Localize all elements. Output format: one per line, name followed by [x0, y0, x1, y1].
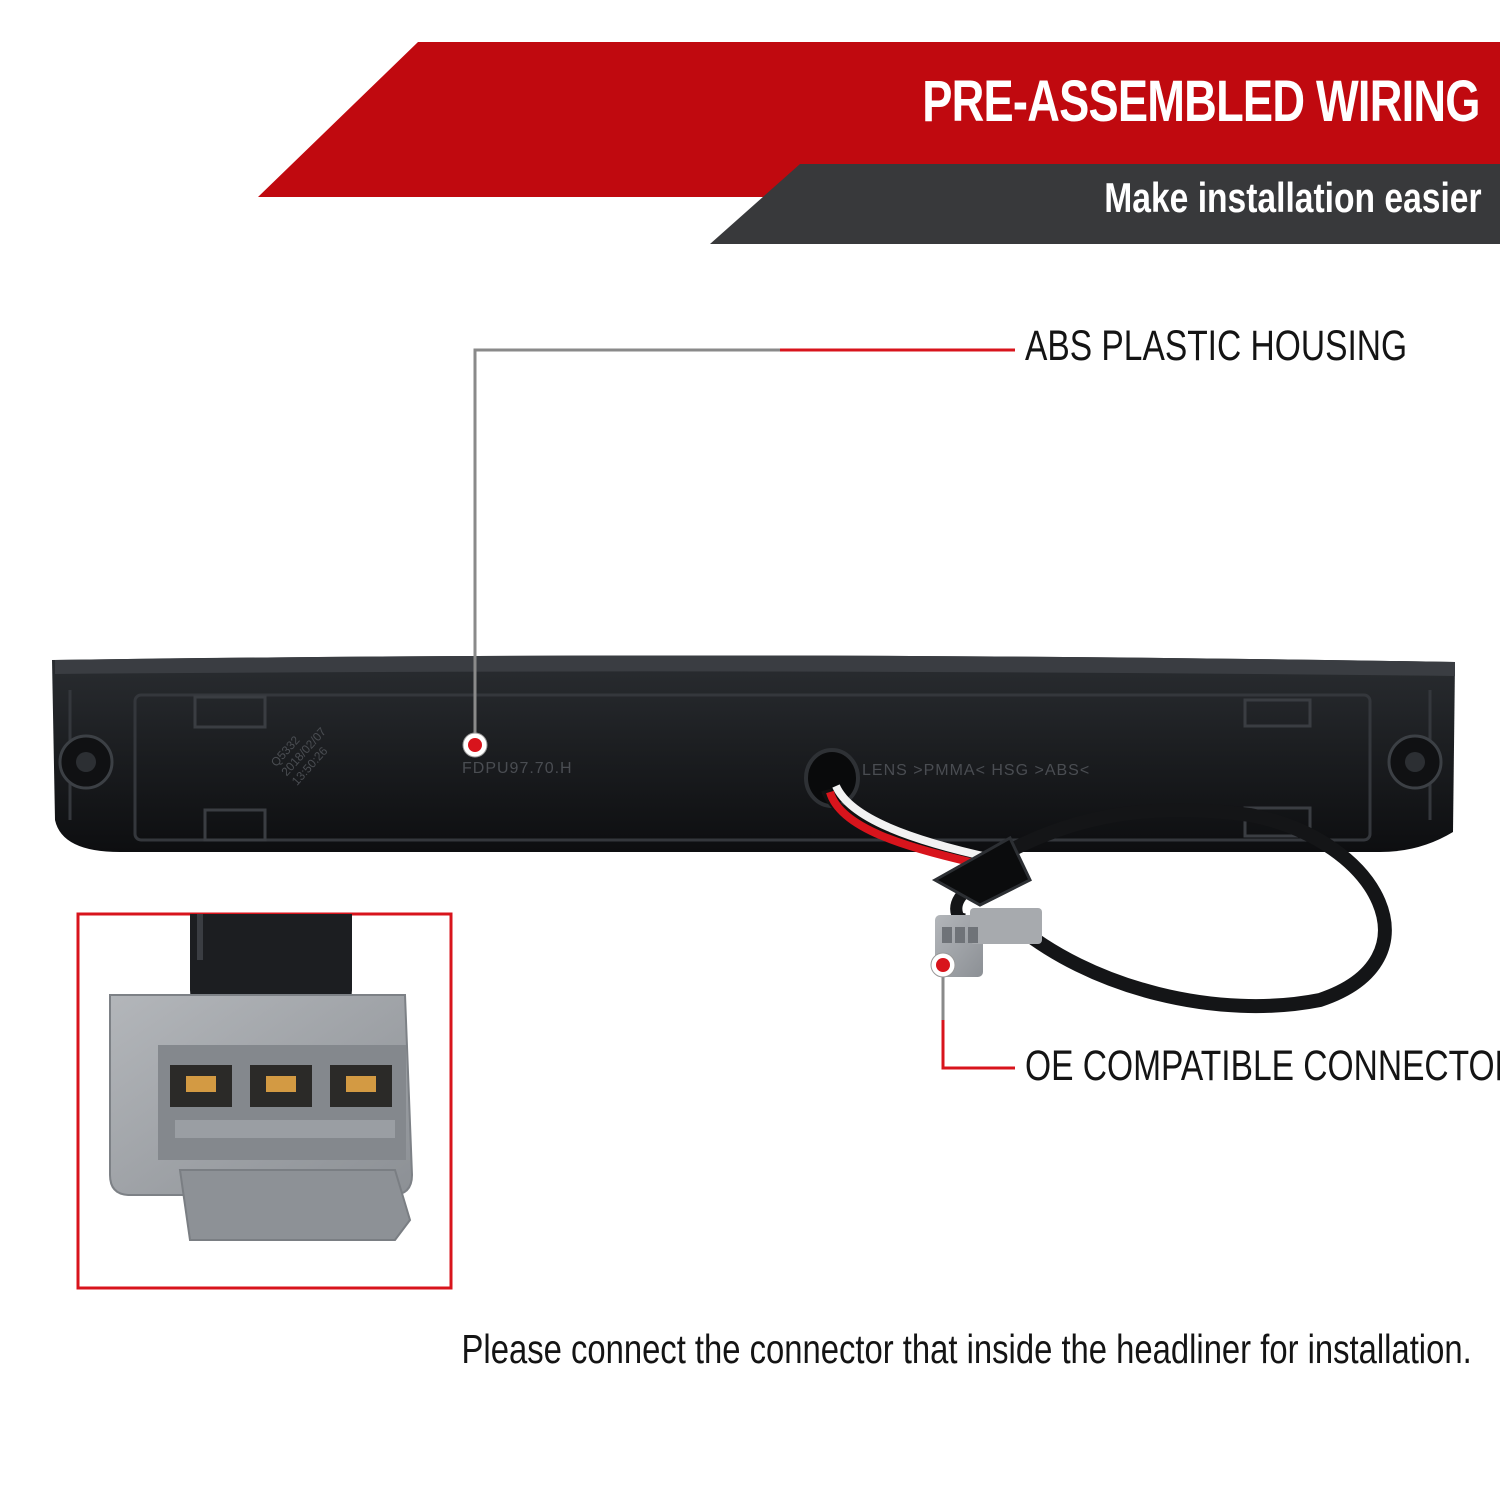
installation-note: Please connect the connector that inside…	[461, 1326, 1472, 1372]
product-illustration	[52, 348, 1455, 1290]
red-banner-shape	[258, 42, 1500, 197]
mounting-hole-right	[1387, 734, 1443, 790]
callout-connector: OE COMPATIBLE CONNECTOR	[1025, 1042, 1500, 1090]
banner-title: PRE-ASSEMBLED WIRING	[922, 69, 1481, 134]
mounting-hole-left	[58, 734, 114, 790]
connector-leader-line	[941, 975, 1015, 1070]
housing-material-marking: LENS >PMMA< HSG >ABS<	[862, 762, 1091, 779]
connector-marker-dot	[936, 958, 950, 972]
wire-boot	[931, 835, 1032, 907]
callout-housing: ABS PLASTIC HOUSING	[1025, 322, 1408, 370]
abs-housing-bar	[52, 655, 1455, 852]
housing-part-code: FDPU97.70.H	[462, 760, 573, 777]
dark-banner-shape	[710, 164, 1500, 244]
housing-marker-dot	[468, 738, 482, 752]
connector-leader-accent	[941, 1020, 1015, 1070]
header-banner	[258, 42, 1500, 244]
connector-closeup-inset	[76, 912, 453, 1290]
banner-subtitle: Make installation easier	[1104, 174, 1482, 221]
